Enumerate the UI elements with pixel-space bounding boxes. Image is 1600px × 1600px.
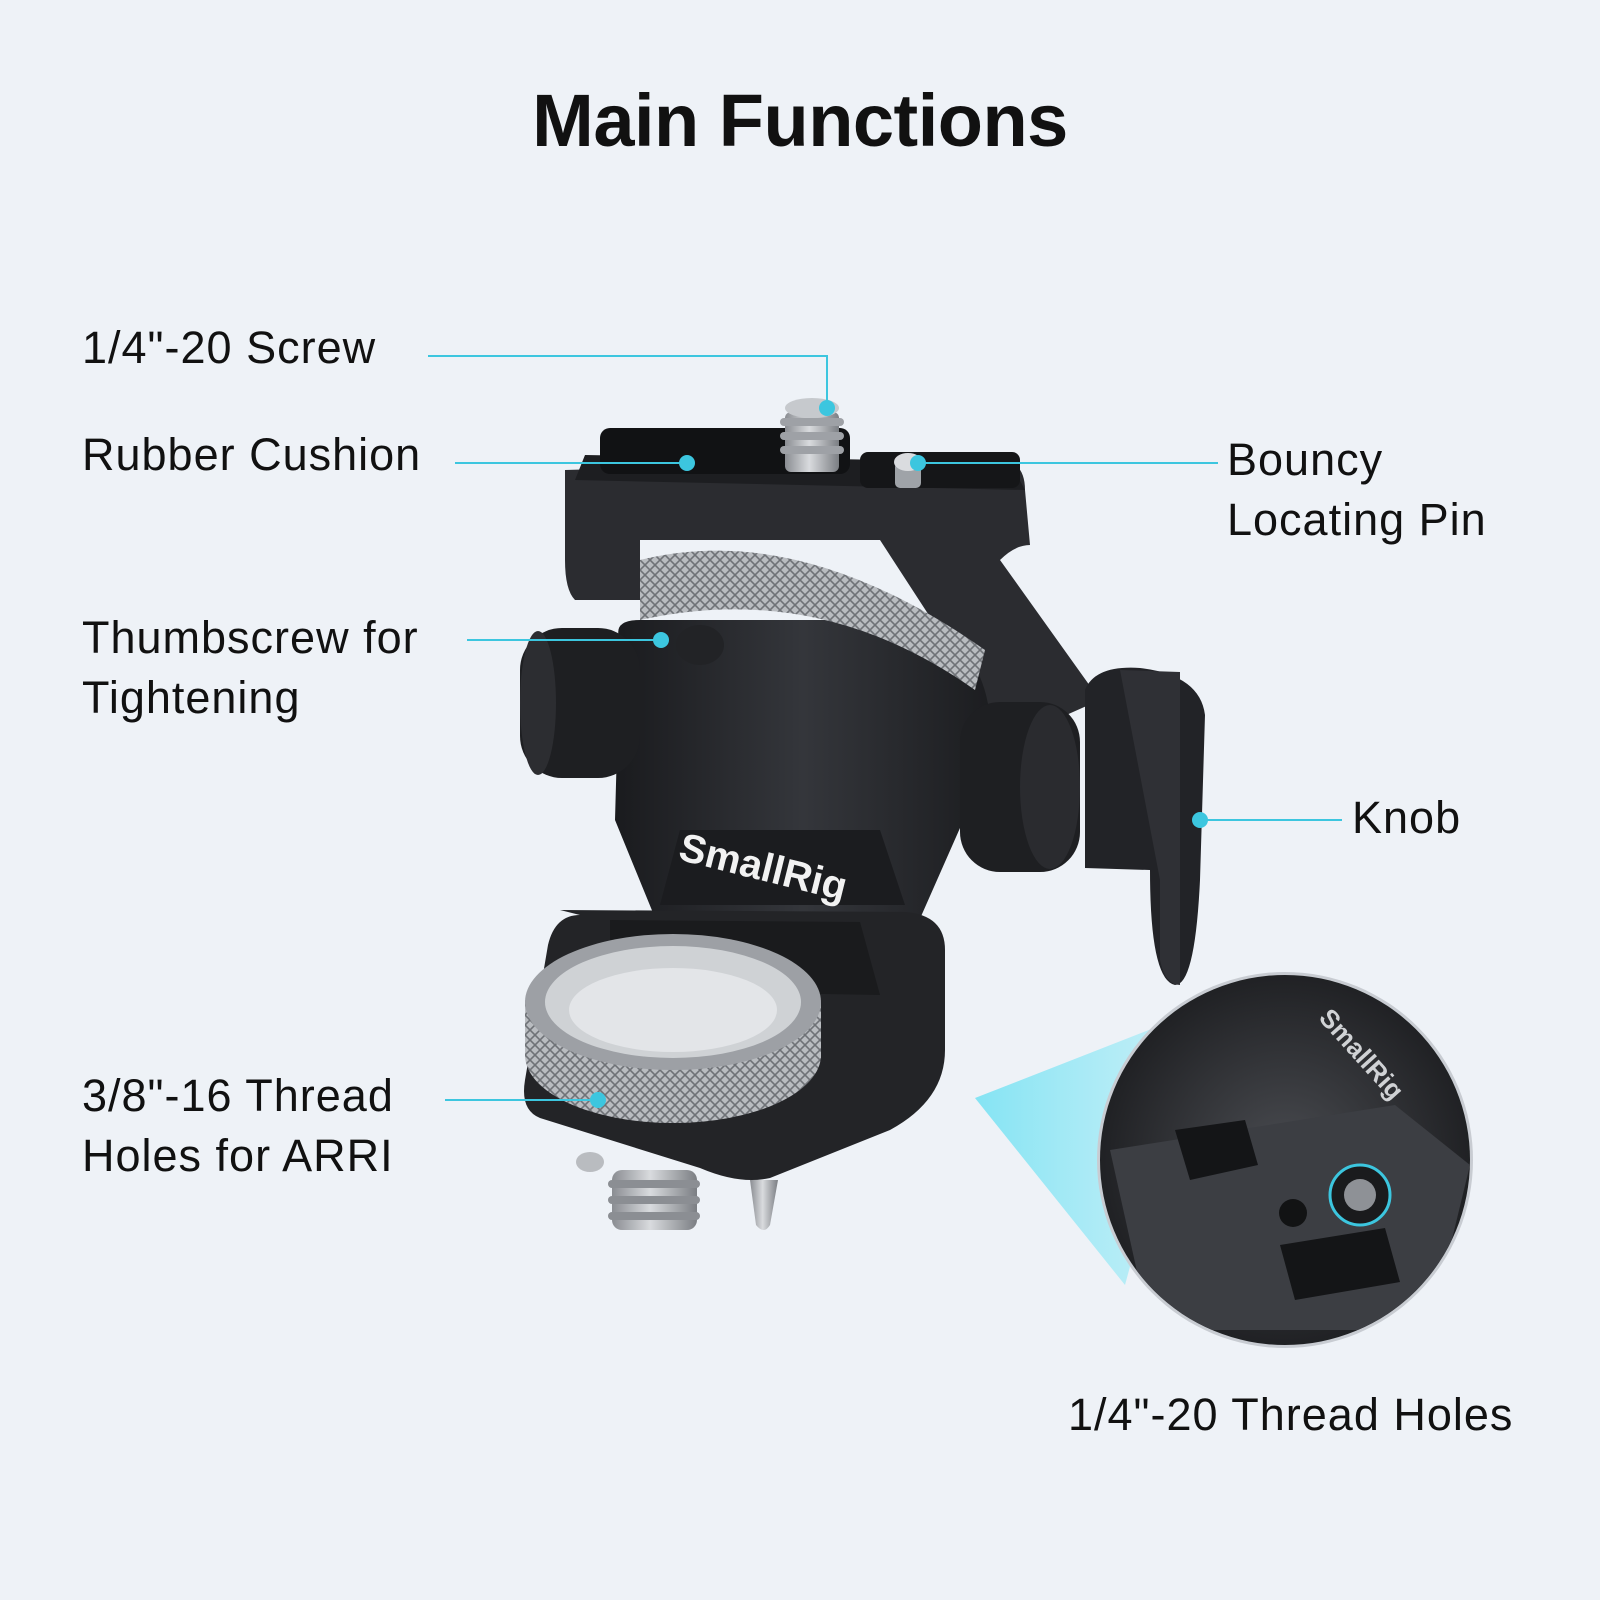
label-thumbscrew: Thumbscrew for Tightening: [82, 608, 419, 728]
label-arri: 3/8"-16 Thread Holes for ARRI: [82, 1066, 394, 1186]
left-hinge: [520, 628, 640, 778]
right-hinge: [960, 702, 1080, 872]
label-thread-holes-line-1: 1/4"-20 Thread Holes: [1068, 1389, 1514, 1440]
screw-leader-line: [428, 355, 828, 408]
cushion-dot: [679, 455, 695, 471]
callout-dots: [590, 400, 1208, 1108]
knob-dot: [1192, 812, 1208, 828]
label-arri-line-1: 3/8"-16 Thread: [82, 1070, 394, 1121]
label-thumbscrew-line-2: Tightening: [82, 672, 301, 723]
inset-detail: SmallRig: [1097, 972, 1473, 1348]
callout-lines: [428, 355, 1342, 1101]
label-pin: Bouncy Locating Pin: [1227, 430, 1487, 550]
thumbscrew-ring: [640, 550, 985, 690]
label-knob-line-1: Knob: [1352, 792, 1462, 843]
arri-ring: [525, 934, 821, 1123]
label-pin-line-2: Locating Pin: [1227, 494, 1487, 545]
label-screw-line-1: 1/4"-20 Screw: [82, 322, 377, 373]
main-body: SmallRig: [615, 620, 991, 930]
label-knob: Knob: [1352, 788, 1461, 848]
label-cushion-line-1: Rubber Cushion: [82, 429, 422, 480]
page-title: Main Functions: [532, 79, 1068, 162]
arri-dot: [590, 1092, 606, 1108]
label-screw: 1/4"-20 Screw: [82, 318, 376, 378]
thumbscrew-dot: [653, 632, 669, 648]
t-knob: [1085, 667, 1205, 985]
pin-dot: [910, 455, 926, 471]
screw-dot: [819, 400, 835, 416]
bottom-screw: [576, 1152, 778, 1230]
label-arri-line-2: Holes for ARRI: [82, 1130, 394, 1181]
label-thread-holes: 1/4"-20 Thread Holes: [1068, 1385, 1513, 1445]
label-thumbscrew-line-1: Thumbscrew for: [82, 612, 419, 663]
label-cushion: Rubber Cushion: [82, 425, 421, 485]
label-pin-line-1: Bouncy: [1227, 434, 1384, 485]
